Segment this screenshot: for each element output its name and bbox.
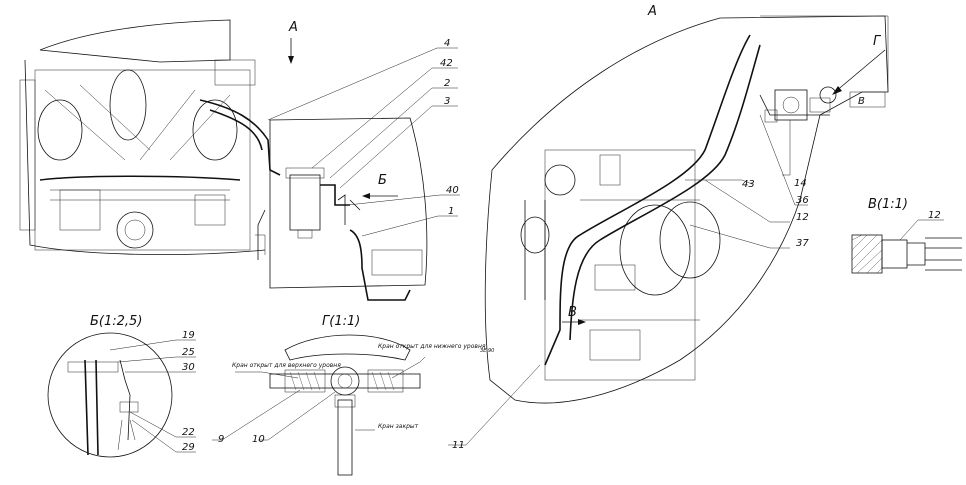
callout-12-detail: 12 — [928, 210, 941, 221]
callout-25: 25 — [182, 347, 195, 358]
section-b-arrow-group: Б — [362, 173, 398, 199]
detail-v: В(1:1) 12 — [851, 197, 962, 274]
detail-b: Б(1:2,5) 19 25 30 22 29 — [47, 314, 196, 458]
callout-30: 30 — [182, 362, 195, 373]
callout-12-main: 12 — [796, 212, 809, 223]
view-a-title: А — [647, 4, 657, 19]
detail-g-title: Г(1:1) — [322, 314, 360, 329]
callout-2: 2 — [444, 78, 450, 89]
section-g-arrow-group: Г — [832, 34, 886, 95]
section-b-arrow-label: Б — [378, 173, 387, 188]
note-open-upper: Кран открыт для верхнего уровня — [232, 362, 341, 369]
callout-42: 42 — [440, 58, 453, 69]
section-v-arrow-label: В — [568, 305, 577, 320]
callout-3: 3 — [444, 96, 450, 107]
callout-1: 1 — [448, 206, 454, 217]
callout-14: 14 — [794, 178, 807, 189]
callout-40: 40 — [446, 185, 459, 196]
detail-b-title: Б(1:2,5) — [90, 314, 142, 329]
callout-29: 29 — [182, 442, 195, 453]
view-a-arrow-group: А — [288, 20, 298, 64]
callout-43: 43 — [742, 179, 755, 190]
note-open-lower: Кран открыт для нижнего уровня — [378, 343, 486, 350]
section-v-arrow-group: В — [562, 305, 586, 325]
callout-22: 22 — [182, 427, 195, 438]
vent-mark: В — [858, 96, 865, 107]
callout-10: 10 — [252, 434, 265, 445]
scale-note: ЗЕ 90 — [480, 348, 494, 354]
callout-11: 11 — [452, 440, 465, 451]
left-callouts: 4 42 2 3 40 1 — [267, 38, 460, 237]
callout-37: 37 — [796, 238, 809, 249]
callout-36: 36 — [796, 195, 809, 206]
note-closed: Кран закрыт — [378, 423, 419, 430]
view-a-arrow-label: А — [288, 20, 298, 35]
section-g-arrow-label: Г — [873, 34, 882, 49]
callout-4: 4 — [444, 38, 450, 49]
detail-v-title: В(1:1) — [868, 197, 908, 212]
right-callouts: 43 14 36 12 37 11 — [448, 114, 809, 451]
callout-19: 19 — [182, 330, 195, 341]
callout-9: 9 — [218, 434, 224, 445]
detail-g: Г(1:1) Кран открыт для верхнего уровня К… — [212, 314, 486, 476]
right-view-a: А В ЗЕ 90 — [480, 4, 889, 404]
left-engine-view — [19, 19, 428, 301]
